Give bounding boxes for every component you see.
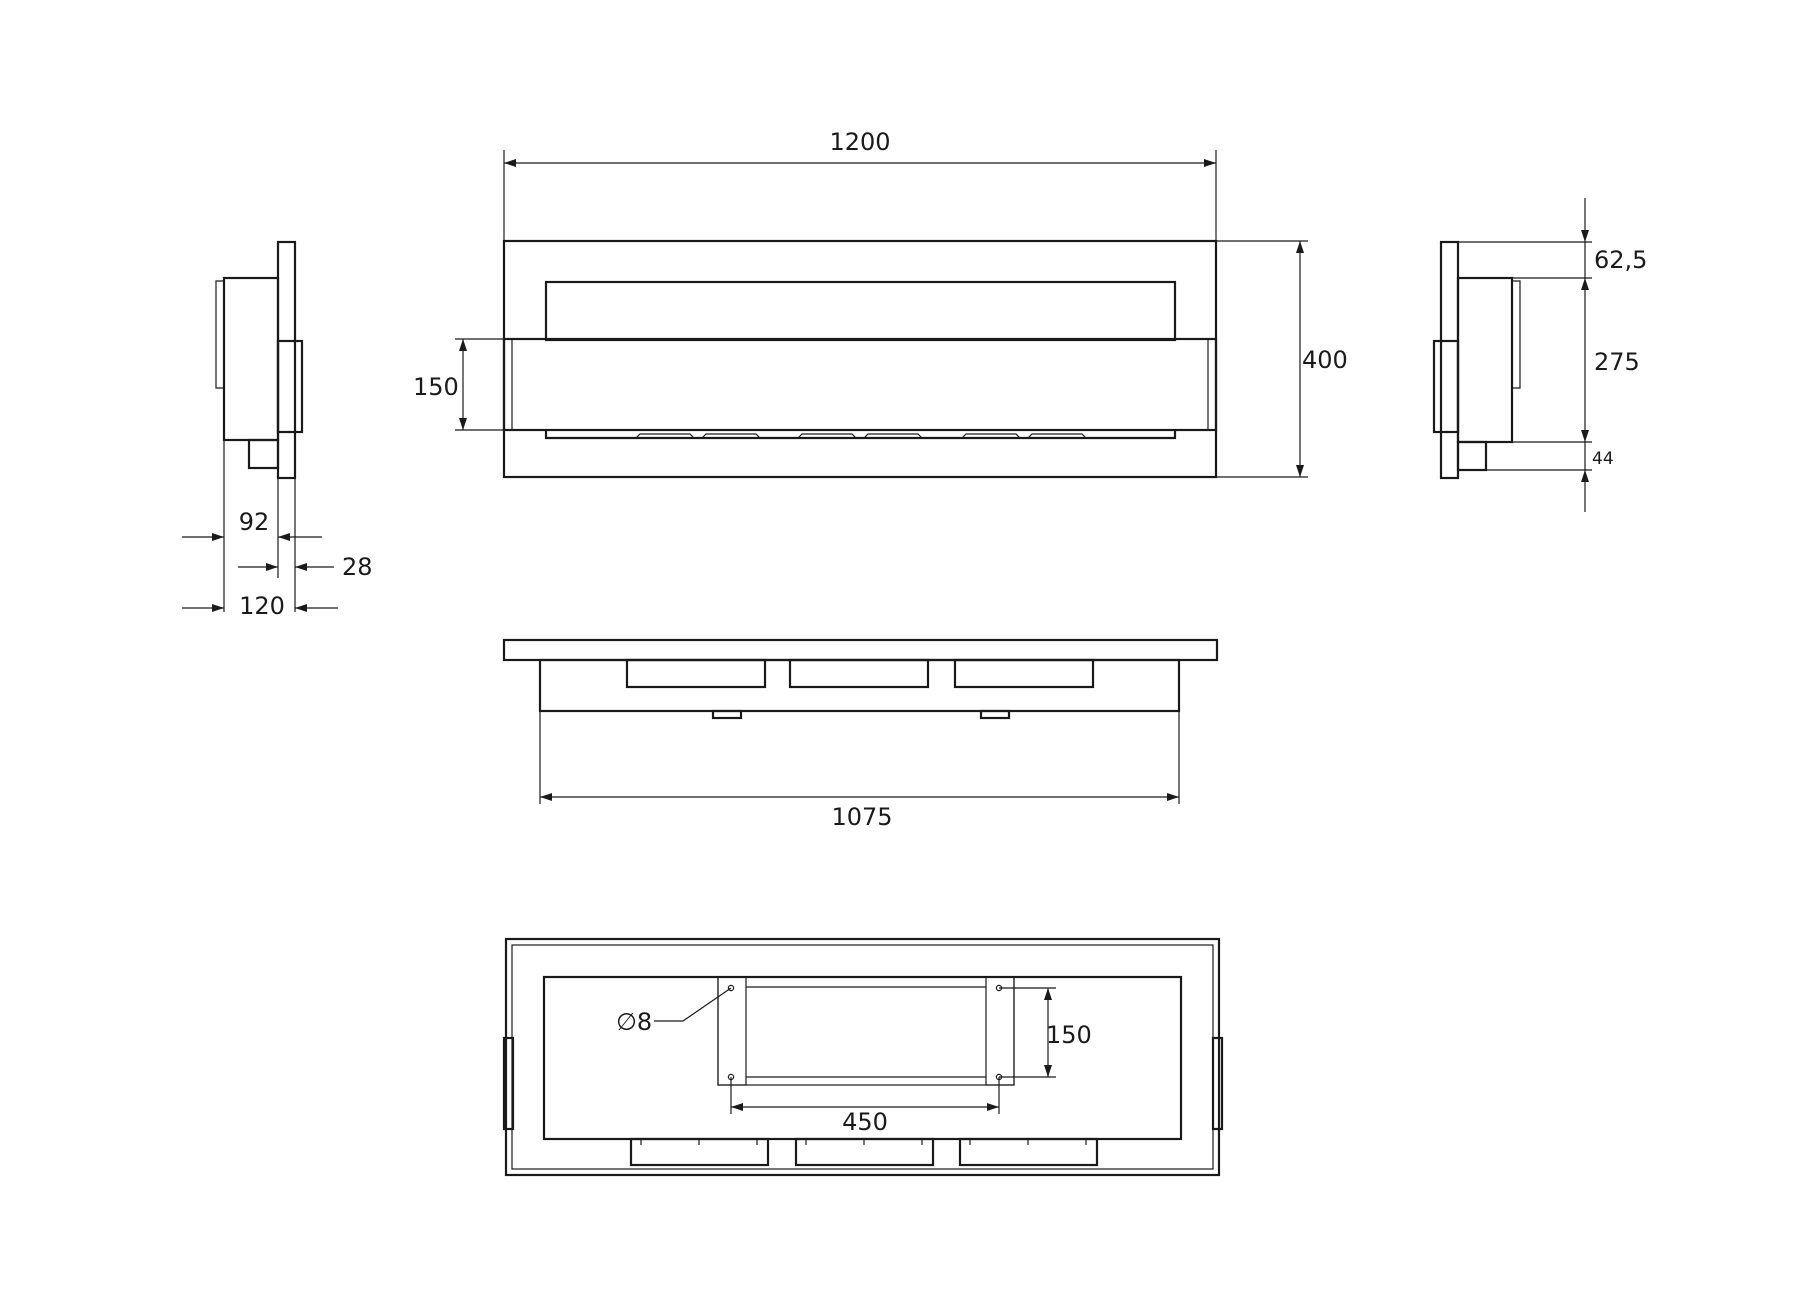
right-side-view: 62,5 275 44: [1432, 198, 1647, 512]
top-body: [538, 658, 1181, 713]
top-tank-2: [788, 658, 930, 689]
top-view: 1075: [502, 638, 1219, 831]
back-side-tab-right: [1211, 1036, 1224, 1131]
dim-1075-label: 1075: [831, 803, 892, 831]
top-foot-left: [711, 709, 743, 720]
left-side-view: 92 28 120: [182, 240, 373, 620]
left-burner-box: [276, 339, 304, 434]
back-bracket-left-rail: [717, 976, 747, 1086]
back-side-tab-left: [502, 1036, 515, 1131]
left-foot: [247, 438, 280, 470]
front-burner-band: [502, 337, 1218, 432]
top-tank-1: [625, 658, 767, 689]
back-tank-ticks: [640, 1139, 1087, 1145]
dim-28-label: 28: [342, 553, 373, 581]
dim-1200-label: 1200: [829, 128, 890, 156]
dim-back-150-label: 150: [1046, 1021, 1092, 1049]
top-front-plate: [502, 638, 1219, 662]
dim-62-label: 62,5: [1594, 246, 1647, 274]
front-view: 1200 400 150: [413, 128, 1348, 479]
dim-275-label: 275: [1594, 348, 1640, 376]
back-bracket-right-rail: [985, 976, 1015, 1086]
dim-92-label: 92: [239, 508, 270, 536]
right-body: [1456, 276, 1514, 444]
dim-diameter-leader: [654, 987, 732, 1022]
dim-400-label: 400: [1302, 346, 1348, 374]
left-wall-plate: [276, 240, 297, 480]
top-foot-right: [979, 709, 1011, 720]
back-bracket: [717, 976, 1015, 1086]
back-view: ∅8 150 450: [502, 937, 1224, 1177]
dim-44-label: 44: [1592, 449, 1614, 469]
top-tank-3: [953, 658, 1095, 689]
front-outer-frame: [502, 239, 1218, 479]
dim-450-label: 450: [842, 1108, 888, 1136]
right-body-lip: [1512, 280, 1521, 389]
front-burner-slots: [635, 433, 1087, 439]
back-outer-frame: [504, 937, 1221, 1177]
dim-150-label: 150: [413, 373, 459, 401]
right-burner-box: [1432, 339, 1460, 434]
right-wall-plate: [1439, 240, 1460, 480]
left-body-lip: [215, 280, 224, 389]
dim-120-label: 120: [239, 592, 285, 620]
front-burner-tray: [544, 430, 1177, 440]
left-body: [222, 276, 280, 442]
dim-diameter-label: ∅8: [616, 1008, 652, 1036]
right-foot: [1456, 440, 1488, 472]
front-upper-panel: [544, 280, 1177, 342]
